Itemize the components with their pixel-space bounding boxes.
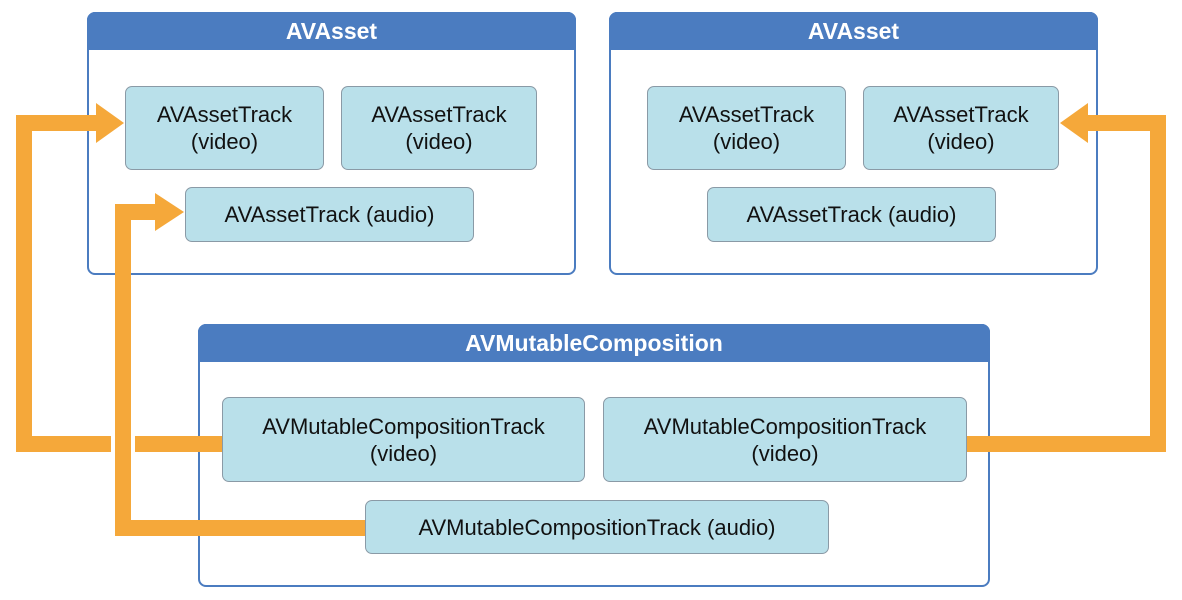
arrow-audio-left-line: [115, 204, 365, 536]
track-kind: (video): [369, 440, 438, 466]
track-kind: (video): [751, 440, 819, 466]
track-kind: (video): [405, 129, 473, 154]
composition-audio-track: AVMutableCompositionTrack (audio): [365, 500, 829, 554]
track-name: AVMutableCompositionTrack: [643, 413, 927, 439]
right-asset-audio-track: AVAssetTrack (audio): [707, 187, 996, 242]
right-asset-title: AVAsset: [609, 12, 1098, 50]
track-name: AVMutableCompositionTrack: [262, 413, 545, 439]
arrowhead-right-video: [1060, 103, 1088, 143]
track-kind: (video): [190, 129, 259, 154]
arrowhead-left-audio: [155, 193, 184, 231]
right-asset-video-track-1: AVAssetTrack (video): [647, 86, 846, 170]
left-asset-video-track-2: AVAssetTrack (video): [341, 86, 537, 170]
track-name: AVAssetTrack: [678, 102, 815, 127]
track-label: AVAssetTrack (audio): [224, 202, 435, 227]
left-asset-video-track-1: AVAssetTrack (video): [125, 86, 324, 170]
track-name: AVAssetTrack: [371, 102, 507, 127]
composition-video-track-1: AVMutableCompositionTrack (video): [222, 397, 585, 482]
left-asset-audio-track: AVAssetTrack (audio): [185, 187, 474, 242]
left-asset-title: AVAsset: [87, 12, 576, 50]
track-name: AVAssetTrack: [893, 102, 1029, 127]
arrowhead-left-video: [96, 103, 124, 143]
track-kind: (video): [712, 129, 781, 154]
track-label: AVAssetTrack (audio): [746, 202, 957, 227]
track-label: AVMutableCompositionTrack (audio): [418, 514, 776, 540]
composition-video-track-2: AVMutableCompositionTrack (video): [603, 397, 967, 482]
arrow-video-right-line: [967, 115, 1166, 452]
right-asset-video-track-2: AVAssetTrack (video): [863, 86, 1059, 170]
track-name: AVAssetTrack: [156, 102, 293, 127]
composition-title: AVMutableComposition: [198, 324, 990, 362]
track-kind: (video): [927, 129, 995, 154]
